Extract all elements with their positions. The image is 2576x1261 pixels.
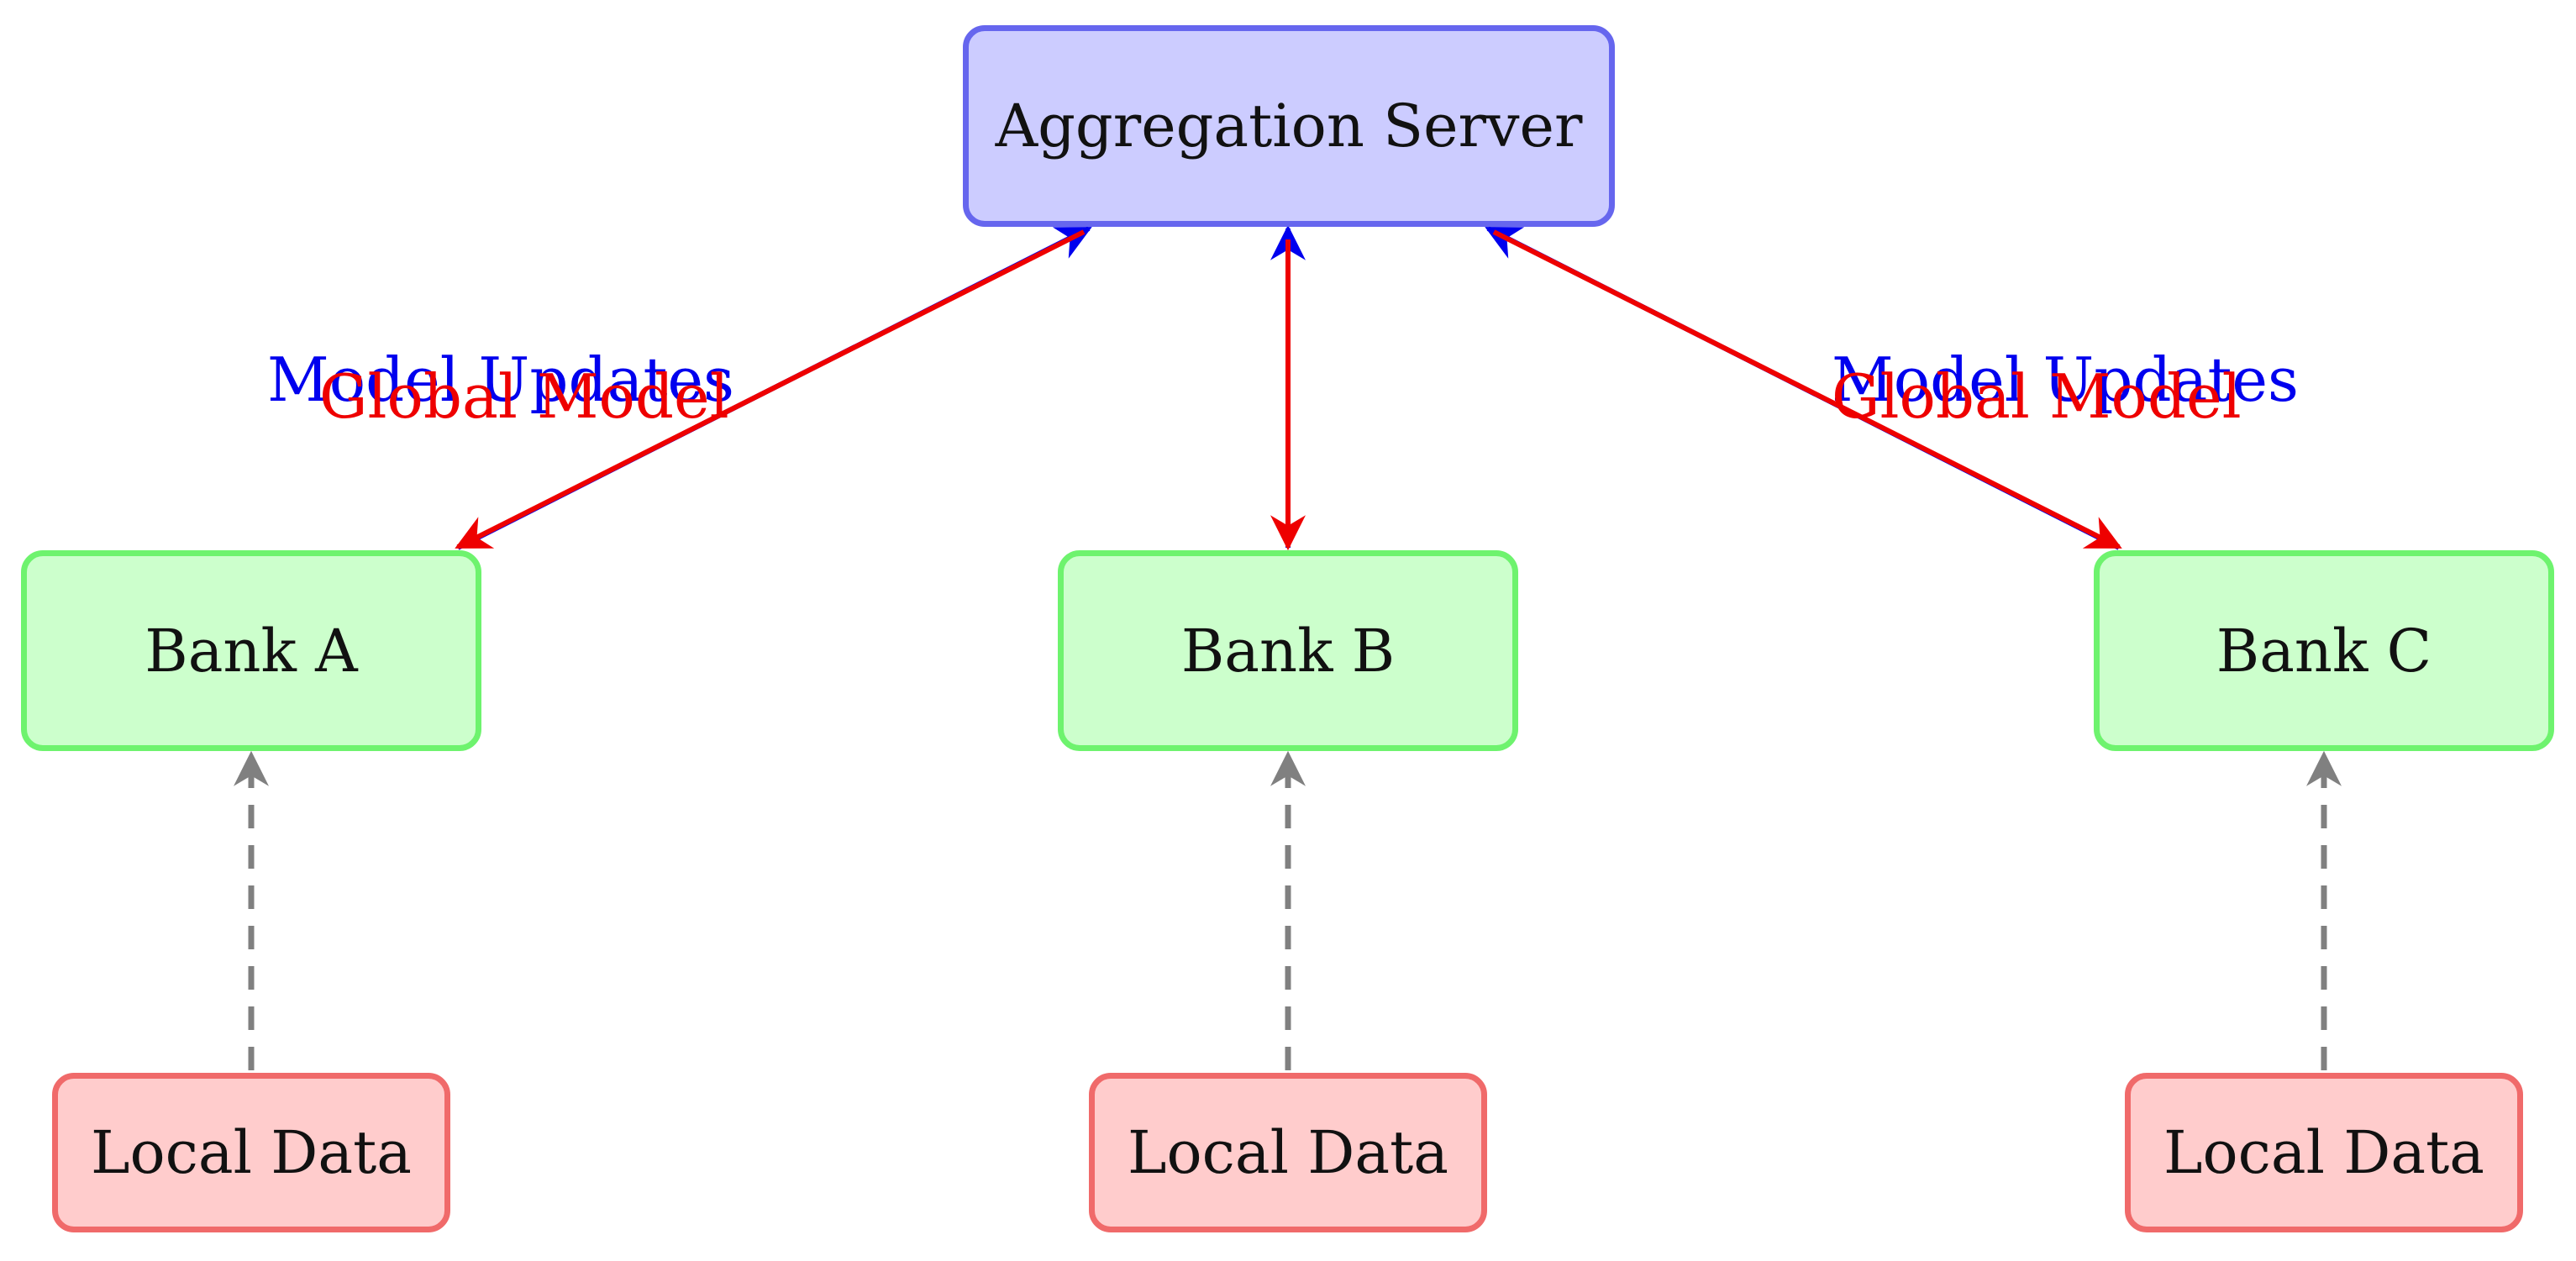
bank-a-node: Bank A: [21, 550, 481, 751]
global-model-arrow-c: [1492, 229, 2122, 549]
aggregation-server-label: Aggregation Server: [995, 92, 1583, 160]
global-model-label-right: Global Model: [1832, 361, 2242, 432]
local-data-b-node: Local Data: [1089, 1073, 1487, 1232]
aggregation-server-node: Aggregation Server: [963, 25, 1615, 227]
bank-b-label: Bank B: [1180, 616, 1396, 686]
bank-b-node: Bank B: [1058, 550, 1518, 751]
local-data-c-label: Local Data: [2163, 1118, 2484, 1187]
model-updates-label-right: Model Updates: [1832, 344, 2299, 415]
global-model-arrow-a: [455, 229, 1086, 549]
model-updates-label-left: Model Updates: [267, 344, 734, 415]
local-data-a-node: Local Data: [52, 1073, 450, 1232]
local-data-b-label: Local Data: [1128, 1118, 1448, 1187]
bank-c-node: Bank C: [2094, 550, 2554, 751]
global-model-label-left: Global Model: [319, 361, 729, 432]
bank-a-label: Bank A: [145, 616, 358, 686]
bank-c-label: Bank C: [2216, 616, 2432, 686]
local-data-a-label: Local Data: [91, 1118, 412, 1187]
local-data-c-node: Local Data: [2125, 1073, 2523, 1232]
